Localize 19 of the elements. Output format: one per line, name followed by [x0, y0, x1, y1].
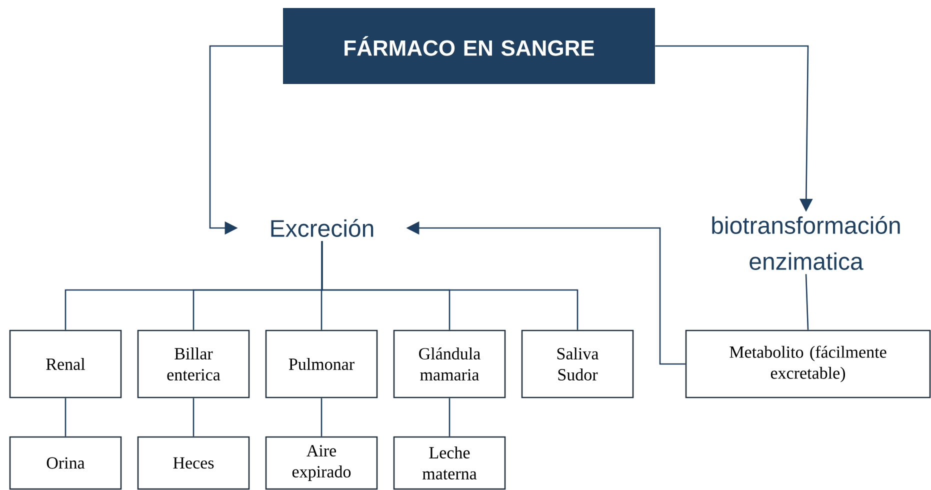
connector-line — [192, 398, 194, 436]
heading-text: biotransformación enzimatica — [712, 216, 900, 270]
connector-line — [321, 241, 578, 330]
process-box: Heces — [137, 436, 250, 490]
process-box: Orina — [9, 436, 122, 490]
connector-line — [320, 398, 322, 436]
connector-line — [64, 398, 66, 436]
process-box: Aire expirado — [265, 436, 378, 490]
process-box: Metabolito (fácilmente excretable) — [685, 330, 931, 398]
title-banner: FÁRMACO EN SANGRE — [283, 8, 655, 84]
process-box: Glándula mamaria — [393, 330, 506, 398]
connector-line — [448, 398, 450, 436]
process-box: Billar enterica — [137, 330, 250, 398]
process-box: Leche materna — [393, 436, 506, 490]
process-box: Renal — [9, 330, 122, 398]
heading-text: Excreción — [271, 219, 374, 237]
process-box: Pulmonar — [265, 330, 378, 398]
connector-line — [805, 274, 809, 330]
process-box: Saliva Sudor — [521, 330, 634, 398]
